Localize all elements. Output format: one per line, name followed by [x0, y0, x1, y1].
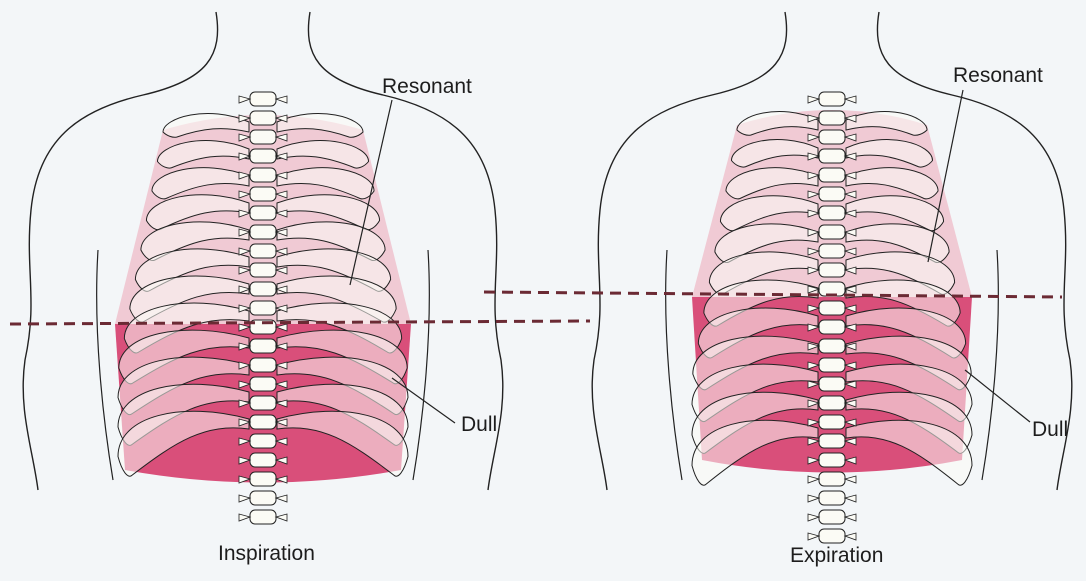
vertebra: [819, 263, 845, 277]
arm-contour: [982, 250, 998, 480]
vertebra: [250, 339, 276, 353]
arm-contour: [666, 250, 682, 480]
vertebra: [819, 377, 845, 391]
vertebra: [819, 187, 845, 201]
vertebra: [819, 244, 845, 258]
vertebra: [250, 92, 276, 106]
vertebra-process: [808, 495, 819, 502]
vertebra: [819, 396, 845, 410]
arm-contour: [97, 250, 113, 480]
vertebra: [250, 510, 276, 524]
vertebra: [250, 206, 276, 220]
vertebra: [250, 187, 276, 201]
vertebra: [819, 453, 845, 467]
vertebra-process: [808, 533, 819, 540]
vertebra: [819, 320, 845, 334]
vertebra: [250, 168, 276, 182]
vertebra-process: [239, 514, 250, 521]
vertebra-process: [845, 533, 856, 540]
vertebra-process: [808, 514, 819, 521]
vertebra: [819, 130, 845, 144]
vertebra: [819, 168, 845, 182]
vertebra: [819, 339, 845, 353]
vertebra-process: [276, 514, 287, 521]
vertebra: [250, 491, 276, 505]
resonant-label: Resonant: [953, 64, 1043, 88]
vertebra: [250, 244, 276, 258]
vertebra: [819, 491, 845, 505]
vertebra-process: [845, 514, 856, 521]
vertebra: [819, 301, 845, 315]
vertebra-process: [845, 96, 856, 103]
arm-contour: [413, 250, 429, 480]
vertebra-process: [845, 495, 856, 502]
vertebra-process: [239, 495, 250, 502]
vertebra-process: [239, 96, 250, 103]
vertebra: [819, 206, 845, 220]
vertebra: [250, 453, 276, 467]
panel-caption: Expiration: [790, 544, 883, 568]
vertebra: [250, 358, 276, 372]
vertebra: [819, 472, 845, 486]
expiration-panel: [592, 12, 1072, 543]
vertebra: [250, 415, 276, 429]
vertebra: [250, 301, 276, 315]
vertebra-process: [276, 495, 287, 502]
resonant-label: Resonant: [382, 75, 472, 99]
vertebra: [250, 263, 276, 277]
vertebra: [819, 510, 845, 524]
vertebra-process: [808, 476, 819, 483]
vertebra: [250, 111, 276, 125]
vertebra: [250, 225, 276, 239]
vertebra: [250, 377, 276, 391]
vertebra: [819, 111, 845, 125]
vertebra: [250, 396, 276, 410]
vertebra: [819, 358, 845, 372]
panel-caption: Inspiration: [218, 542, 315, 566]
vertebra: [819, 92, 845, 106]
vertebra-process: [276, 96, 287, 103]
vertebra: [250, 149, 276, 163]
vertebra: [250, 130, 276, 144]
vertebra: [819, 529, 845, 543]
vertebra: [819, 434, 845, 448]
vertebra: [819, 415, 845, 429]
vertebra-process: [845, 476, 856, 483]
dull-label: Dull: [1032, 418, 1068, 442]
vertebra-process: [808, 96, 819, 103]
dull-leader-line: [965, 370, 1030, 422]
vertebra: [250, 434, 276, 448]
vertebra: [250, 282, 276, 296]
dull-label: Dull: [461, 413, 497, 437]
vertebra: [819, 225, 845, 239]
vertebra: [250, 472, 276, 486]
vertebra: [819, 149, 845, 163]
